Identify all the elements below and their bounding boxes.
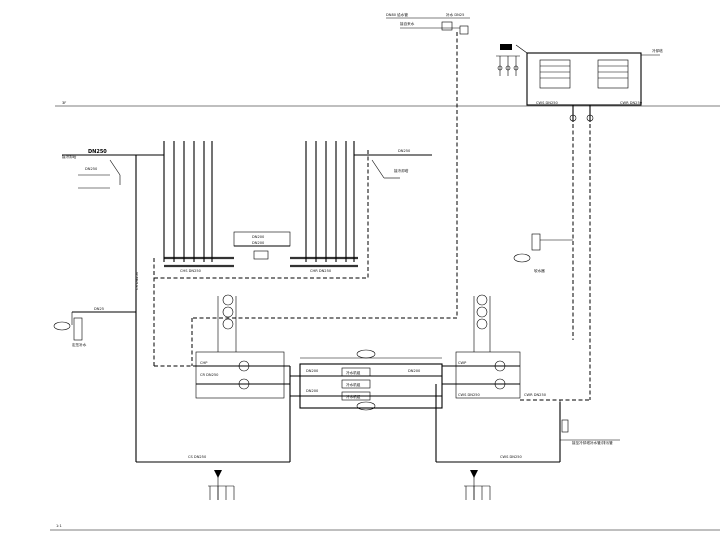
left-entry-sub1: 接冷却塔 xyxy=(62,154,77,159)
pump-group-left: CHP CR DN250 xyxy=(195,294,290,399)
right-box-label: 软水器 xyxy=(534,268,545,273)
chiller-sub-3: DN200 xyxy=(408,369,421,373)
bottom-valves-left xyxy=(208,470,235,500)
cr-main-label: CR DN250 xyxy=(200,373,219,377)
pump-group-right: CWP CWS DN250 xyxy=(442,294,521,399)
chiller-sub-2: DN200 xyxy=(306,389,319,393)
collector-bypass: DN200 DN200 xyxy=(233,231,291,260)
collector-left-label: CHS DN250 xyxy=(180,269,202,273)
left-entry-sub2: DN250 xyxy=(85,167,98,171)
left-entry-label: DN250 xyxy=(88,149,107,155)
collector-center-bottom: DN200 xyxy=(252,241,265,245)
floor-label: 3F xyxy=(62,101,66,105)
left-box-label: 定压补水 xyxy=(72,342,87,347)
right-note-label: 接至冷却塔补水管/排污管 xyxy=(572,440,613,445)
tower-note: 冷却塔 xyxy=(652,48,663,53)
pump-right-label: CWP xyxy=(458,361,467,365)
collector-right-label: CHR DN250 xyxy=(310,269,332,273)
cs-bottom-label: CS DN250 xyxy=(188,455,207,459)
collector-center-top: DN200 xyxy=(252,235,265,239)
collector-right-branches xyxy=(290,141,358,268)
top-supply-label: DN80 给水管 xyxy=(386,12,408,17)
chiller-sub-1: DN200 xyxy=(306,369,319,373)
tower-label-left: CWS DN250 xyxy=(536,101,559,105)
chiller-2-label: 冷水机组 xyxy=(346,382,361,387)
cws-bottom-label: CWS DN250 xyxy=(500,455,523,459)
pump-left-label: CHP xyxy=(200,361,208,365)
top-supply-right: 补水 DN25 xyxy=(446,12,464,17)
collector-left-branches xyxy=(163,141,234,268)
cws-main-label: CWS DN250 xyxy=(458,393,481,397)
right-branch-label1: DN250 xyxy=(398,149,411,153)
bottom-note: 1:1 xyxy=(56,524,62,528)
cooling-tower: 冷却塔 CWS DN250 CWR DN250 xyxy=(496,44,663,122)
top-supply: DN80 给水管 接自来水 补水 DN25 xyxy=(191,12,470,366)
chiller-1-label: 冷水机组 xyxy=(346,370,361,375)
right-softener: 软水器 接至冷却塔补水管/排污管 xyxy=(513,233,620,445)
right-branch-label2: 接冷却塔 xyxy=(394,168,409,173)
cs-main-label: CS DN250 xyxy=(135,271,139,290)
chiller-3-label: 冷水机组 xyxy=(346,394,361,399)
top-supply-sub: 接自来水 xyxy=(400,21,415,26)
right-branch: DN250 接冷却塔 xyxy=(354,149,432,179)
left-entry: DN250 接冷却塔 DN250 xyxy=(62,149,164,189)
bottom-valves-right xyxy=(464,470,491,500)
left-makeup-unit: DN25 定压补水 xyxy=(53,307,136,347)
chiller-group: 冷水机组 冷水机组 冷水机组 DN200 DN200 DN200 xyxy=(290,349,443,411)
left-branch-label: DN25 xyxy=(94,307,104,311)
tower-label-right: CWR DN250 xyxy=(620,101,643,105)
cwr-main-label: CWR DN250 xyxy=(524,393,547,397)
